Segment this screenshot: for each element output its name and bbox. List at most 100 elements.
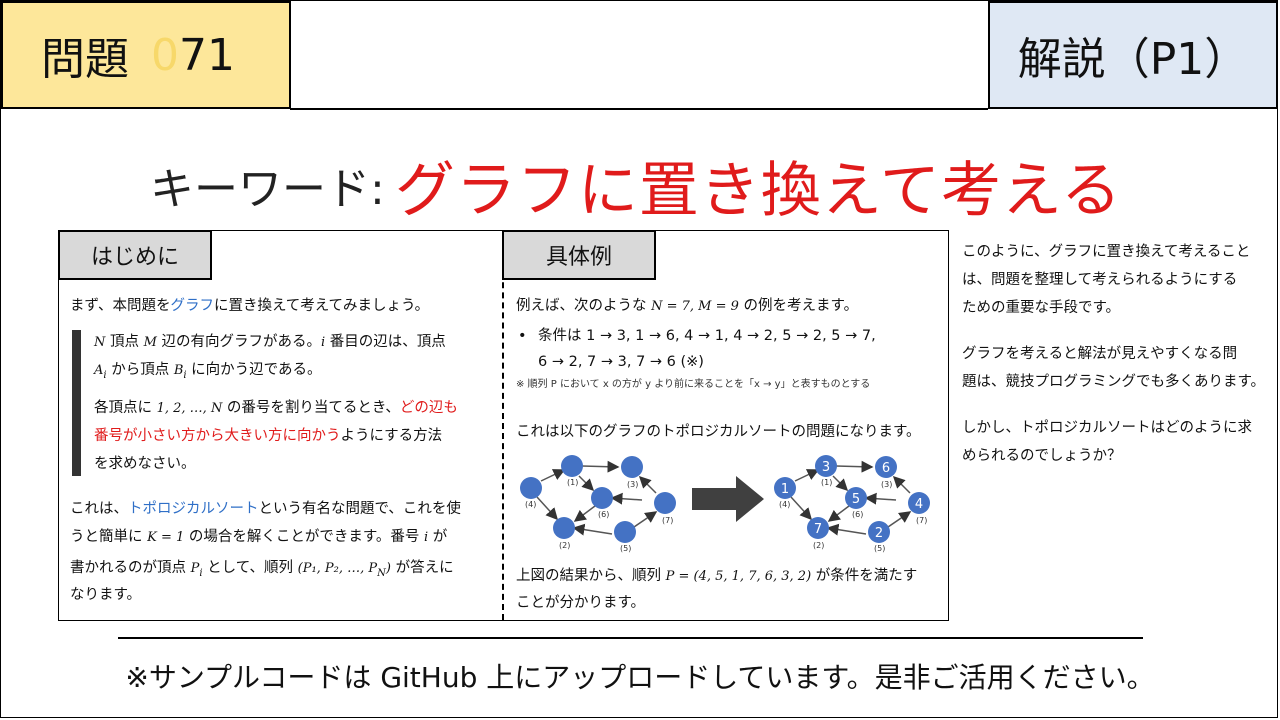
node-label: (7) xyxy=(916,516,927,525)
problem-statement-line-5: を求めなさい。 xyxy=(94,452,196,477)
problem-statement-line-2: Ai から頂点 Bi に向かう辺である。 xyxy=(94,358,322,388)
node-5 xyxy=(614,521,636,543)
node-7 xyxy=(908,492,930,514)
topological-sort-link[interactable]: トポロジカルソート xyxy=(128,501,259,517)
text: という有名な問題で、これを使 xyxy=(258,501,461,517)
edge xyxy=(794,469,820,482)
edge xyxy=(832,475,849,492)
text: 上図の結果から、順列 xyxy=(516,568,666,584)
node-7 xyxy=(654,492,676,514)
text: なります。 xyxy=(70,587,142,603)
keyword-label: キーワード: xyxy=(150,164,385,215)
side-line-5: 題は、競技プログラミングでも多くあります。 xyxy=(962,374,1266,390)
math-sub: i xyxy=(199,567,203,579)
node-1 xyxy=(815,455,837,477)
node-2 xyxy=(553,517,575,539)
transform-arrow-icon xyxy=(692,476,764,522)
problem-statement-line-3: 各頂点に 1, 2, …, N の番号を割り当てるとき、どの辺も xyxy=(94,396,458,421)
footer-note: ※サンプルコードは GitHub 上にアップロードしています。是非ご活用ください… xyxy=(125,661,1155,694)
intro-para-line-2: うと簡単に K = 1 の場合を解くことができます。番号 i が xyxy=(70,525,447,550)
text: に向かう辺である。 xyxy=(186,362,322,378)
edge xyxy=(540,469,566,482)
text: 頂点 xyxy=(105,334,144,350)
node-label: (3) xyxy=(627,480,638,489)
intro-para-line-3: 書かれるのが頂点 Pi として、順列 (P₁, P₂, …, PN) が答えに xyxy=(70,556,454,586)
text: 書かれるのが頂点 xyxy=(70,560,191,576)
edge xyxy=(827,505,850,522)
node-number: 1 xyxy=(781,482,789,497)
side-line-1: このように、グラフに置き換えて考えること xyxy=(962,244,1251,260)
footer-rule xyxy=(118,637,1143,639)
text: これは、 xyxy=(70,501,128,517)
edge xyxy=(790,496,813,521)
math-expr: P = (4, 5, 1, 7, 6, 3, 2) xyxy=(665,569,812,584)
edge xyxy=(638,475,657,494)
math-sub: i xyxy=(183,369,187,381)
node-4 xyxy=(520,477,542,499)
highlight-text: 番号が小さい方から大きい方に向かう xyxy=(94,428,341,444)
problem-number-zero: 0 xyxy=(151,29,179,81)
node-2 xyxy=(807,517,829,539)
node-number: 6 xyxy=(882,461,890,476)
highlight-text: どの辺も xyxy=(399,400,458,416)
problem-statement-line-4: 番号が小さい方から大きい方に向かうようにする方法 xyxy=(94,424,442,449)
node-3 xyxy=(621,456,643,478)
node-5 xyxy=(868,521,890,543)
node-label: (2) xyxy=(813,541,824,550)
page-label-tag: 解説（P1） xyxy=(988,1,1278,109)
edge xyxy=(572,523,613,536)
example-tab-label: 具体例 xyxy=(545,245,612,270)
edge xyxy=(610,492,643,505)
node-label: (5) xyxy=(874,544,885,553)
bullet: • xyxy=(518,328,527,344)
edge xyxy=(826,523,867,536)
example-line-2: これは以下のグラフのトポロジカルソートの問題になります。 xyxy=(516,424,921,440)
math-expr: (P₁, P₂, …, P xyxy=(297,561,378,576)
intro-tab-label: はじめに xyxy=(90,245,179,270)
text: が答えに xyxy=(390,560,454,576)
intro-line-1: まず、本問題をグラフに置き換えて考えてみましょう。 xyxy=(70,294,429,319)
math-sub: N xyxy=(377,567,386,579)
math-var: i xyxy=(321,335,326,350)
result-line-2: ことが分かります。 xyxy=(516,595,646,611)
problem-statement-line-1: N 頂点 M 辺の有向グラフがある。i 番目の辺は、頂点 xyxy=(94,330,446,355)
problem-prefix: 問題 xyxy=(41,34,129,85)
node-1 xyxy=(561,455,583,477)
text: 辺の有向グラフがある。 xyxy=(156,334,322,350)
text: 例えば、次のような xyxy=(516,298,652,314)
page-label: 解説（P1） xyxy=(1017,34,1249,85)
node-number: 7 xyxy=(814,522,822,537)
node-6 xyxy=(591,487,613,509)
text: の例を考えます。 xyxy=(738,298,859,314)
node-label: (2) xyxy=(559,541,570,550)
math-var: N xyxy=(94,335,106,350)
quote-bar xyxy=(72,330,81,476)
edge xyxy=(887,511,912,528)
intro-para-line-1: これは、トポロジカルソートという有名な問題で、これを使 xyxy=(70,497,461,522)
node-number: 5 xyxy=(852,492,860,507)
node-6 xyxy=(845,487,867,509)
node-label: (5) xyxy=(620,544,631,553)
text: ようにする方法 xyxy=(340,428,443,444)
math-expr: K = 1 xyxy=(147,530,185,545)
node-label: (3) xyxy=(881,480,892,489)
result-line-1: 上図の結果から、順列 P = (4, 5, 1, 7, 6, 3, 2) が条件… xyxy=(516,564,917,589)
math-var: B xyxy=(173,363,184,378)
intro-text: に置き換えて考えてみましょう。 xyxy=(213,298,430,314)
math-var: P xyxy=(190,561,200,576)
text: を求めなさい。 xyxy=(94,456,196,472)
condition-line-1: 条件は 1 → 3, 1 → 6, 4 → 1, 4 → 2, 5 → 2, 5… xyxy=(538,328,876,344)
node-label: (1) xyxy=(821,478,832,487)
node-label: (4) xyxy=(779,500,790,509)
node-number: 4 xyxy=(915,497,923,512)
text: 各頂点に xyxy=(94,400,157,416)
math-var: M xyxy=(143,335,157,350)
graph-link[interactable]: グラフ xyxy=(170,298,214,314)
text: が条件を満たす xyxy=(811,568,918,584)
node-3 xyxy=(875,456,897,478)
graph-before: (1) (2) (3) (4) (5) (6) (7) xyxy=(520,455,676,553)
side-line-4: グラフを考えると解法が見えやすくなる問 xyxy=(962,346,1238,362)
condition-line-2: 6 → 2, 7 → 3, 7 → 6 (※) xyxy=(538,354,704,370)
